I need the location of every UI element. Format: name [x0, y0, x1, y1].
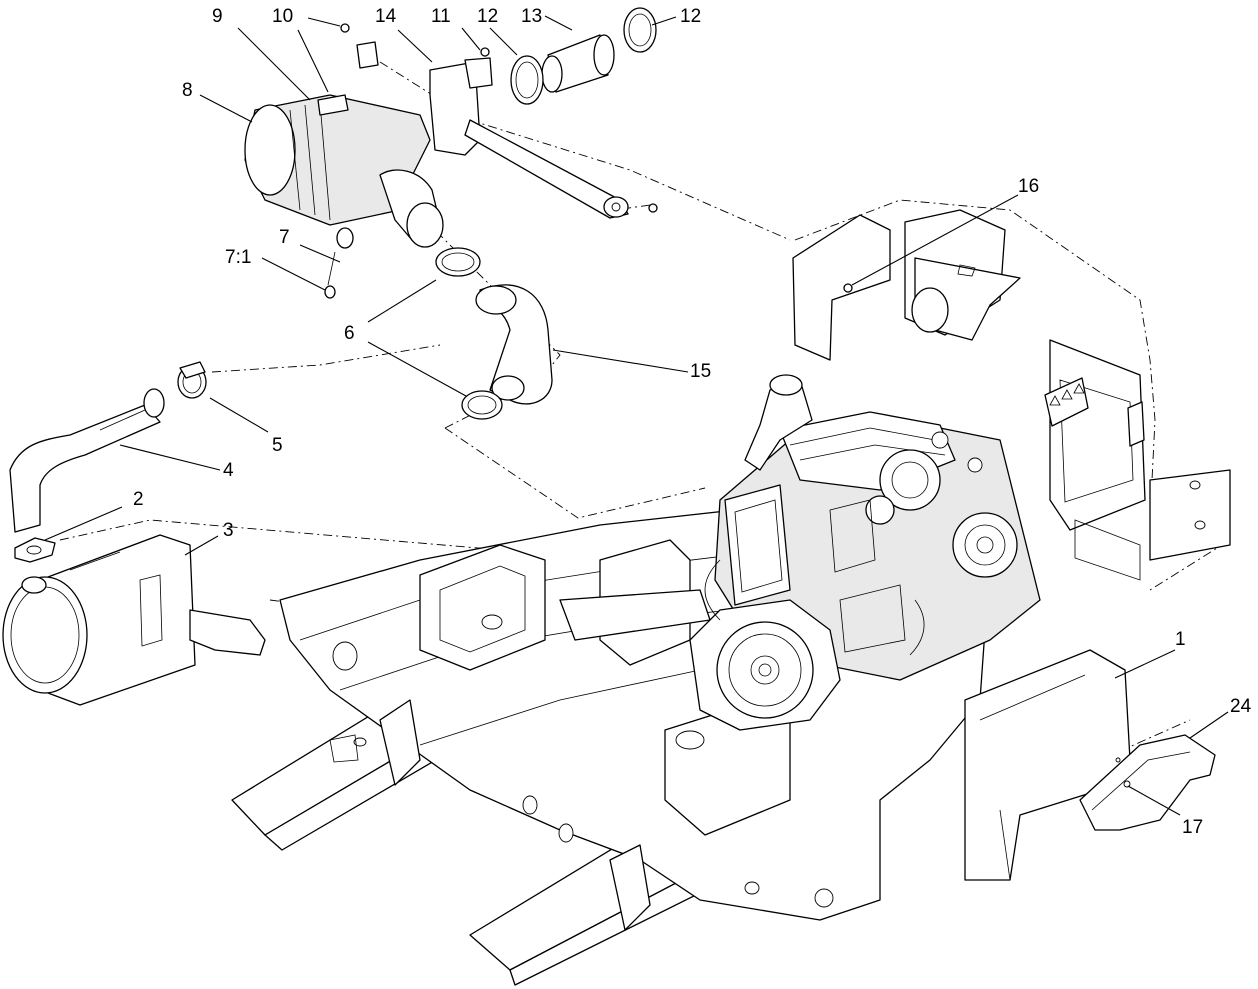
callout-5: 5 — [272, 435, 283, 456]
callout-16: 16 — [1018, 176, 1039, 197]
callout-12-left: 12 — [477, 6, 498, 27]
side-panel-part-1 — [964, 649, 1131, 881]
callout-15: 15 — [690, 361, 711, 382]
leader-lines — [44, 15, 1229, 816]
callout-4: 4 — [223, 460, 234, 481]
callout-17: 17 — [1182, 817, 1203, 838]
mount-bracket-part-14 — [356, 41, 658, 219]
clamp-part-6-lower — [461, 390, 503, 420]
callout-8: 8 — [182, 80, 193, 101]
callout-7-1: 7:1 — [225, 247, 251, 268]
engine-assembly — [689, 374, 1041, 731]
muffler-part-3 — [2, 534, 266, 706]
callout-2: 2 — [133, 489, 144, 510]
callout-3: 3 — [223, 520, 234, 541]
clamp-part-5 — [177, 361, 207, 399]
guard-part-24 — [1079, 734, 1216, 831]
callout-24: 24 — [1230, 696, 1252, 717]
callout-14: 14 — [375, 6, 397, 27]
exhaust-pipe-part-4 — [9, 388, 165, 533]
callout-12-right: 12 — [680, 6, 701, 27]
callout-1: 1 — [1175, 629, 1186, 650]
air-cleaner-part-8 — [244, 94, 444, 299]
intake-hose-part-15 — [475, 284, 553, 405]
callout-11: 11 — [431, 6, 451, 27]
clamp-part-12-right — [623, 7, 657, 53]
clamp-part-6-upper — [435, 247, 481, 277]
callout-6: 6 — [344, 323, 355, 344]
callout-9: 9 — [212, 6, 223, 27]
callout-13: 13 — [521, 6, 542, 27]
clamp-part-12-left — [510, 55, 544, 105]
callout-labels: 1 2 3 4 5 6 7 7:1 8 9 10 11 12 12 13 14 … — [133, 6, 1252, 838]
rops-frame — [792, 199, 1231, 591]
hose-part-13 — [541, 34, 615, 93]
fasteners — [340, 23, 853, 293]
gasket-part-2 — [14, 537, 56, 563]
callout-10: 10 — [272, 6, 293, 27]
callout-7: 7 — [279, 227, 290, 248]
